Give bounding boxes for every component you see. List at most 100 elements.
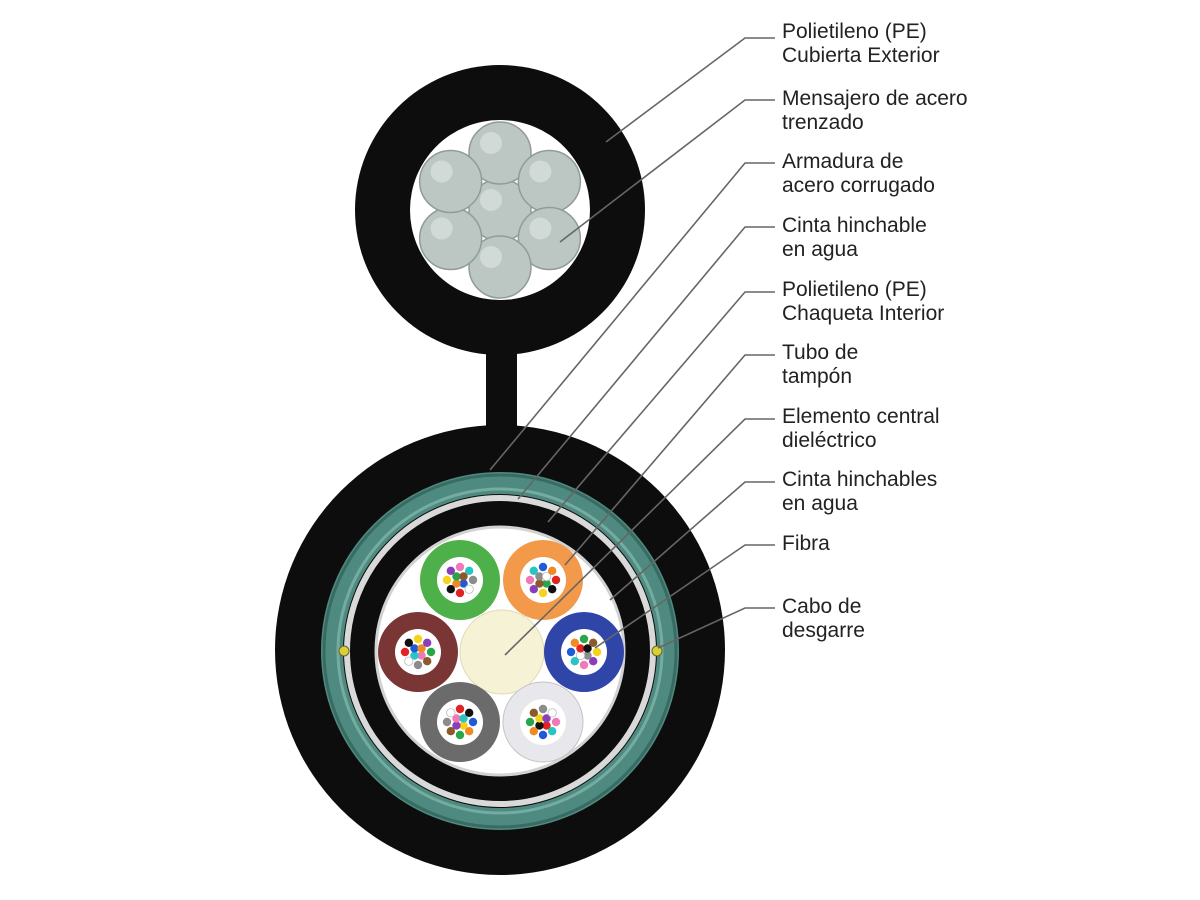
steel-wire-highlight	[430, 160, 453, 183]
fiber	[452, 579, 461, 588]
leader-line-buffer-tube	[564, 354, 775, 566]
label-ripcord: Cabo de desgarre	[782, 595, 865, 643]
fiber	[455, 588, 465, 598]
fiber	[446, 726, 456, 736]
leader-line-messenger	[559, 99, 775, 243]
fiber	[459, 572, 468, 581]
label-outer-jacket: Polietileno (PE) Cubierta Exterior	[782, 20, 940, 68]
fiber	[404, 656, 414, 666]
label-water-tape-inner: Cinta hinchables en agua	[782, 468, 937, 516]
armor-shadow	[322, 473, 678, 829]
ripcord-left	[338, 645, 350, 657]
fiber	[422, 638, 432, 648]
fiber	[464, 726, 474, 736]
label-inner-jacket: Polietileno (PE) Chaqueta Interior	[782, 278, 944, 326]
fiber	[570, 638, 580, 648]
label-line-2: Cubierta Exterior	[782, 44, 940, 67]
fiber	[455, 562, 465, 572]
fiber	[529, 566, 539, 576]
ripcord-right	[651, 645, 663, 657]
label-line-1: Polietileno (PE)	[782, 278, 927, 301]
stranded-steel-messenger	[418, 121, 582, 299]
messenger-section	[355, 65, 645, 355]
fiber	[459, 579, 468, 588]
fiber	[570, 656, 580, 666]
label-line-2: desgarre	[782, 619, 865, 642]
label-central-member: Elemento central dieléctrico	[782, 405, 940, 453]
fiber	[547, 726, 557, 736]
leader-line-central-member	[504, 418, 775, 656]
label-line-1: Mensajero de acero	[782, 87, 968, 110]
fiber	[592, 647, 602, 657]
label-water-tape-outer: Cinta hinchable en agua	[782, 214, 927, 262]
fiber	[455, 704, 465, 714]
fiber	[547, 708, 557, 718]
fiber	[542, 579, 551, 588]
fiber	[404, 638, 414, 648]
label-line-1: Tubo de	[782, 341, 859, 364]
fiber	[583, 644, 592, 653]
fiber	[541, 571, 552, 582]
fiber	[542, 714, 551, 723]
fiber	[579, 660, 589, 670]
label-line-2: dieléctrico	[782, 429, 877, 452]
fiber	[588, 656, 598, 666]
label-line-2: tampón	[782, 365, 853, 388]
fiber	[551, 575, 561, 585]
fiber	[468, 575, 478, 585]
steel-wire	[517, 149, 582, 214]
steel-wire-highlight	[529, 217, 552, 240]
label-line-1: Cinta hinchable	[782, 214, 927, 237]
label-steel-messenger: Mensajero de acero trenzado	[782, 87, 968, 135]
central-dielectric-member	[459, 609, 545, 695]
label-line-2: trenzado	[782, 111, 864, 134]
leader-line-ripcord	[657, 607, 775, 649]
fiber	[468, 717, 478, 727]
leader-lines	[489, 37, 775, 656]
label-line-1: Polietileno (PE)	[782, 20, 927, 43]
fiber	[547, 566, 557, 576]
fiber	[538, 730, 548, 740]
steel-wire	[418, 149, 483, 214]
fiber	[400, 647, 410, 657]
leader-line-armor	[489, 162, 775, 471]
steel-wire-highlight	[480, 246, 502, 268]
fiber	[538, 704, 548, 714]
fiber	[442, 717, 452, 727]
fiber	[464, 708, 474, 718]
fiber	[525, 575, 535, 585]
fiber	[542, 721, 551, 730]
fiber	[566, 647, 576, 657]
steel-wire-highlight	[529, 160, 552, 183]
steel-wire	[418, 206, 483, 271]
leader-line-fiber	[594, 544, 775, 649]
fiber	[459, 721, 468, 730]
label-line-2: Chaqueta Interior	[782, 302, 945, 325]
fiber	[452, 714, 461, 723]
fiber	[525, 717, 535, 727]
label-buffer-tube: Tubo de tampón	[782, 341, 858, 389]
fiber	[538, 588, 548, 598]
fiber	[417, 651, 426, 660]
fiber	[588, 638, 598, 648]
label-line-2: en agua	[782, 238, 858, 261]
fiber	[410, 644, 419, 653]
leader-line-outer-jacket	[605, 37, 775, 143]
fiber	[535, 572, 544, 581]
label-line-2: en agua	[782, 492, 858, 515]
fiber	[417, 644, 426, 653]
cable-core-section	[275, 425, 725, 875]
fiber	[583, 651, 592, 660]
label-line-1: Cabo de	[782, 595, 862, 618]
fiber	[547, 584, 557, 594]
fiber	[442, 575, 452, 585]
label-steel-armor: Armadura de acero corrugado	[782, 150, 935, 198]
fiber	[459, 714, 468, 723]
fiber	[413, 660, 423, 670]
fiber	[446, 584, 456, 594]
fiber	[455, 730, 465, 740]
fiber	[529, 584, 539, 594]
fiber	[551, 717, 561, 727]
steel-wire-highlight	[480, 132, 502, 154]
